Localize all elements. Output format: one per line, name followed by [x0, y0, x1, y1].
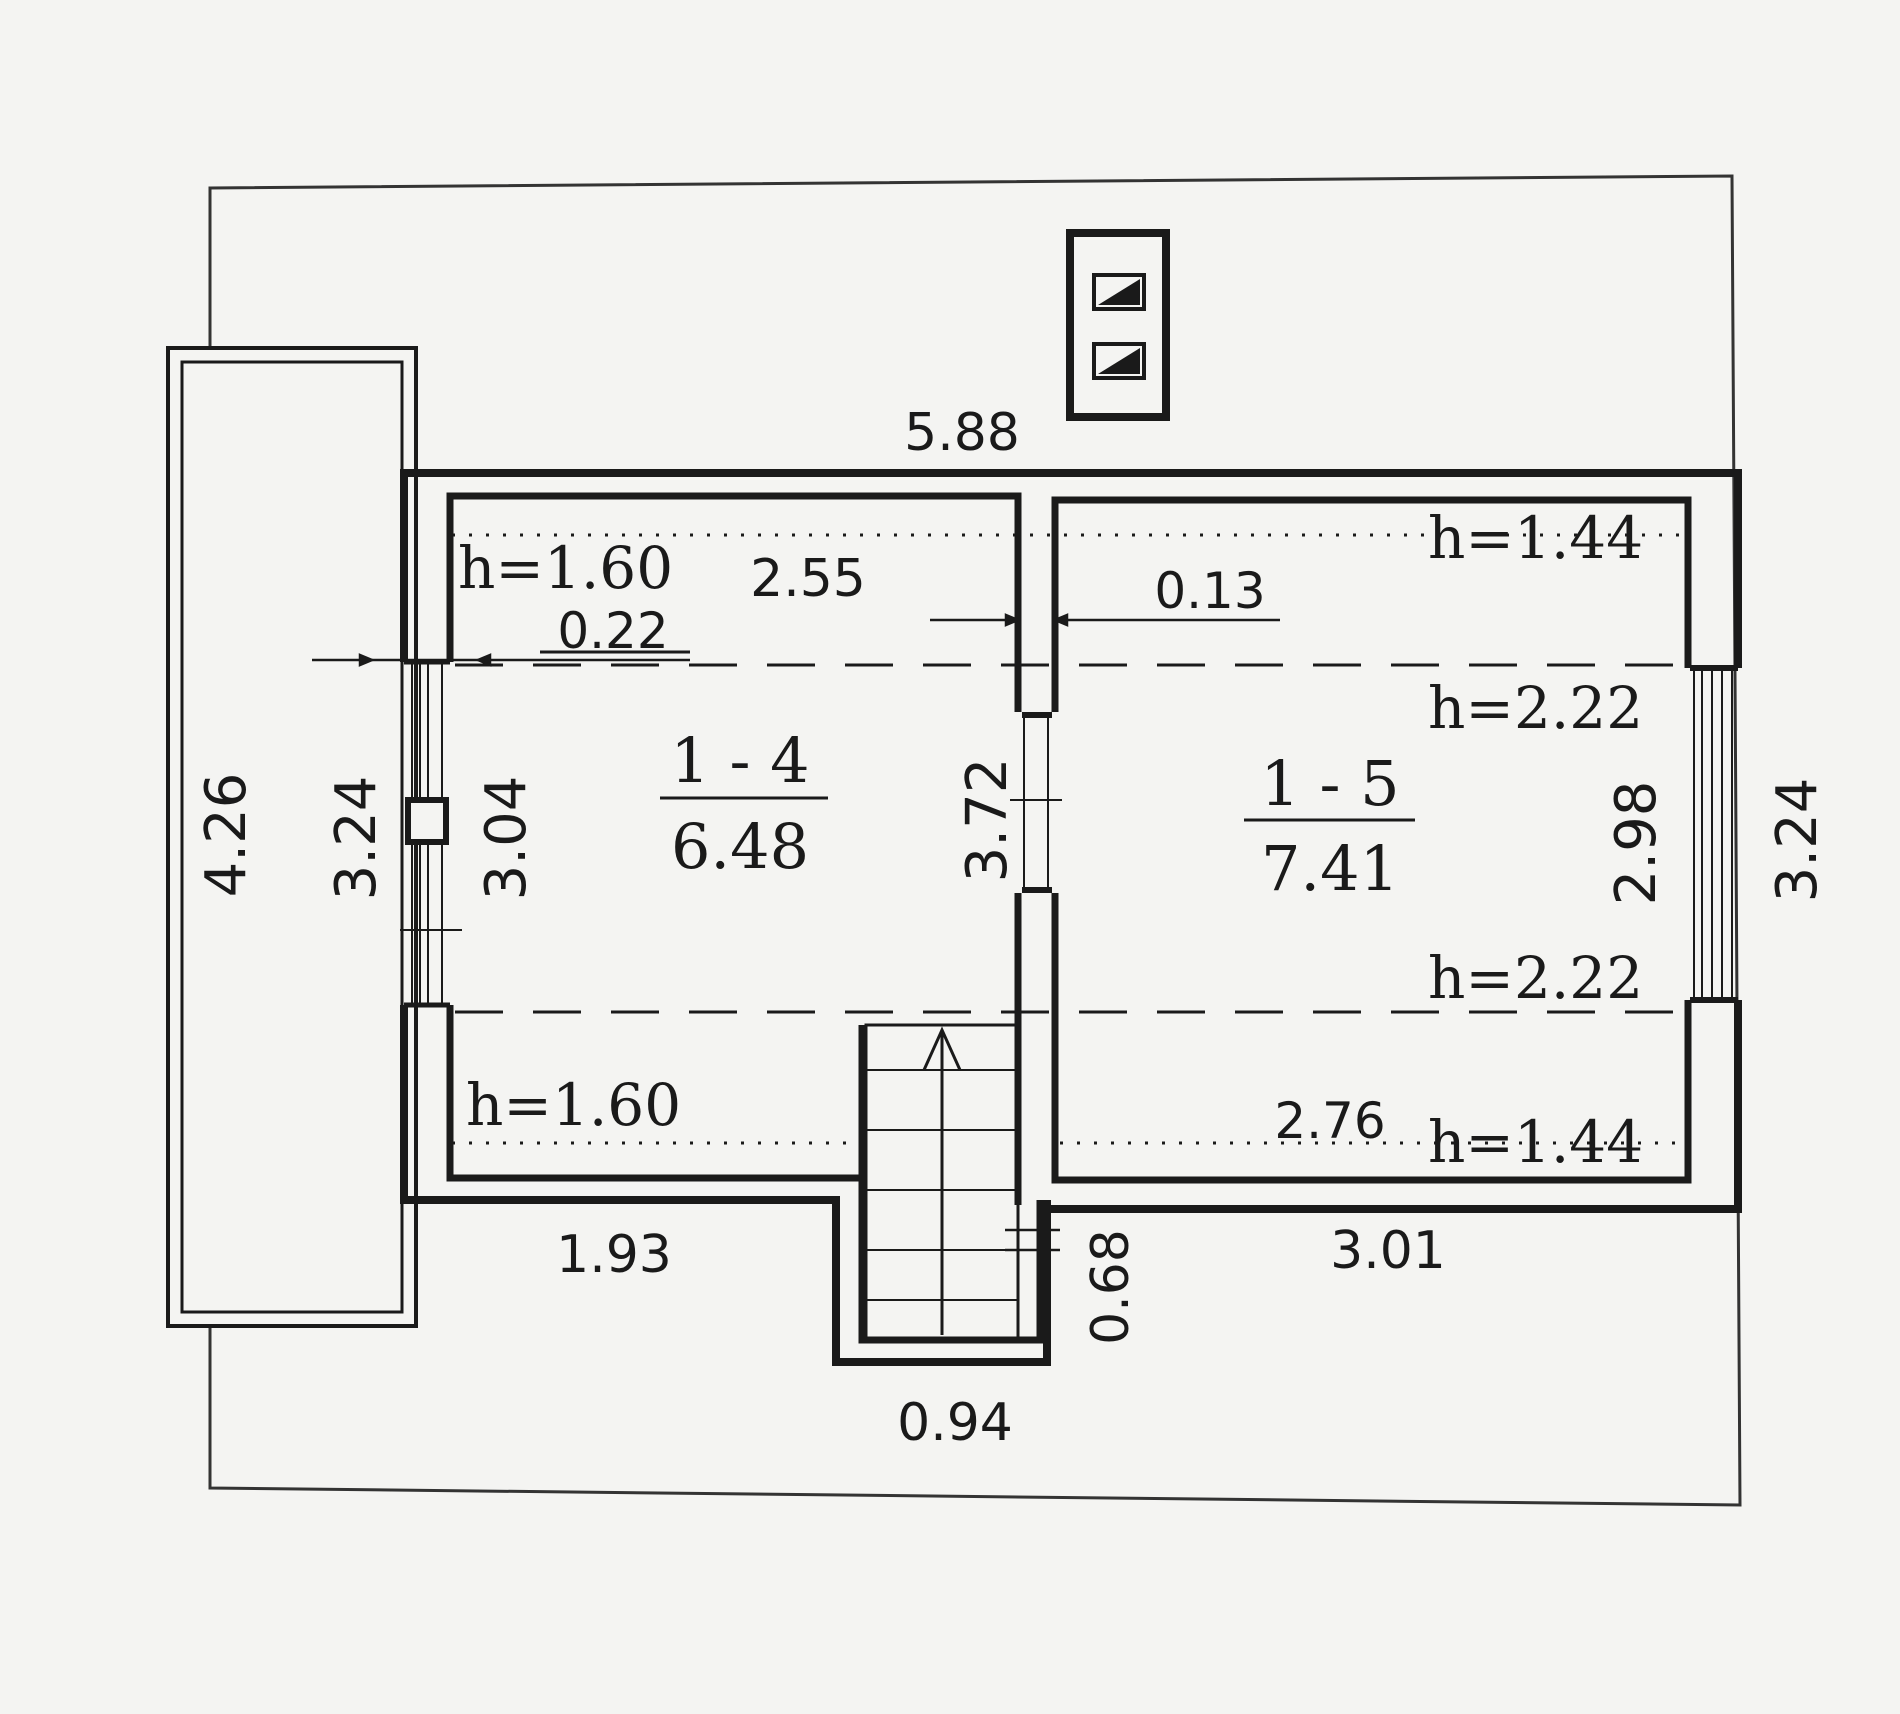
dim-top-width: 5.88 [904, 403, 1020, 463]
dim-bottom-left-width: 1.93 [556, 1225, 672, 1285]
room-number: 1 - 4 [670, 724, 809, 797]
dim-right-window-height: 2.98 [1604, 781, 1669, 906]
dim-room-1-5-bottom-width: 2.76 [1274, 1092, 1385, 1150]
height-right-top: h=1.44 [1428, 504, 1643, 572]
height-right-mid-top: h=2.22 [1428, 674, 1643, 742]
room-1-4-label: 1 - 4 6.48 [660, 724, 828, 883]
dim-partition-gap: 0.13 [1154, 562, 1265, 620]
dim-stair-depth: 0.68 [1081, 1229, 1141, 1345]
height-left-top: h=1.60 [458, 534, 673, 602]
height-right-mid-bottom: h=2.22 [1428, 944, 1643, 1012]
dim-partition-length: 3.72 [955, 758, 1020, 883]
dim-right-outer-height: 3.24 [1765, 778, 1830, 903]
window-icon [400, 662, 1733, 1005]
room-area: 7.41 [1261, 832, 1399, 905]
chimney-icon [1066, 229, 1170, 421]
dim-left-window-height: 3.24 [324, 776, 389, 901]
room-1-5-label: 1 - 5 7.41 [1244, 747, 1415, 905]
dim-bottom-right-width: 3.01 [1330, 1221, 1446, 1281]
dimension-lines [312, 613, 1280, 1252]
dim-stair-width: 0.94 [897, 1393, 1013, 1453]
height-right-bottom: h=1.44 [1428, 1108, 1643, 1176]
balcony-icon [166, 346, 418, 1328]
dim-wall-offset-left: 0.22 [557, 602, 668, 660]
stairs-icon [864, 1023, 1020, 1342]
dashed-height-lines [455, 663, 1686, 1014]
height-left-bottom: h=1.60 [466, 1071, 681, 1139]
room-number: 1 - 5 [1260, 747, 1399, 820]
dotted-height-lines [452, 533, 1688, 1145]
room-area: 6.48 [671, 810, 809, 883]
dim-room-1-4-width: 2.55 [750, 549, 866, 609]
dim-balcony-length: 4.26 [194, 773, 259, 898]
dim-room-1-4-depth: 3.04 [474, 776, 539, 901]
